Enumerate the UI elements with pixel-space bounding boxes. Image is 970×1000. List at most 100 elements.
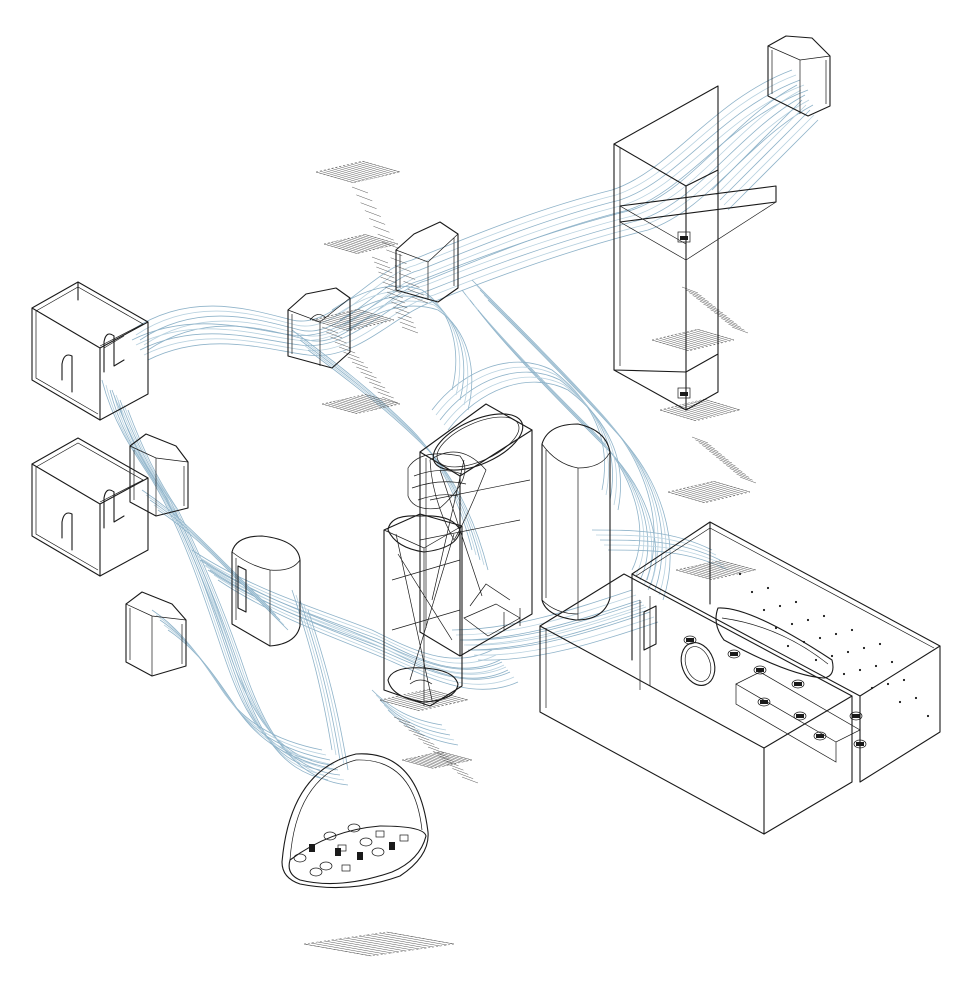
grid-dot [818, 636, 822, 640]
hatched-strip [393, 716, 479, 784]
contour-flow-line [135, 74, 797, 336]
grid-dot [914, 696, 918, 700]
contour-flow-line [139, 79, 801, 341]
half-cylinder-module-left [231, 535, 301, 647]
dome-fixture [323, 831, 337, 841]
contour-flow-line [603, 544, 725, 566]
grid-dot [806, 618, 810, 622]
hatched-strip [681, 286, 749, 334]
hatched-strip [371, 256, 419, 334]
open-cube-module-middle-left [31, 437, 149, 577]
contour-flow-line [299, 599, 341, 761]
grid-dot [870, 686, 874, 690]
contour-flow-line [151, 609, 323, 751]
hatched-strip [351, 186, 429, 304]
grid-dot [774, 626, 778, 630]
grid-dot [850, 628, 854, 632]
contour-flow-line [299, 339, 481, 561]
dome-fixture [359, 837, 373, 847]
dome-fixture [347, 823, 361, 833]
contour-flow-line [431, 361, 605, 491]
grid-dot [802, 640, 806, 644]
contour-flow-line [469, 611, 651, 651]
contour-flow-line [715, 104, 807, 196]
contour-flow-line [307, 349, 489, 571]
contour-flow-lines [101, 69, 819, 786]
hatched-panel [303, 931, 455, 957]
dome-fixture [309, 844, 315, 852]
contour-flow-line [383, 704, 455, 741]
hatched-panel [323, 234, 399, 254]
dome-fixture [319, 861, 333, 871]
contour-flow-line [205, 564, 507, 675]
contour-flow-line [711, 99, 803, 191]
contour-flow-line [141, 489, 273, 611]
contour-flow-line [201, 559, 503, 670]
contour-flow-line [467, 609, 649, 651]
hatched-panel [651, 328, 735, 352]
grid-dot [898, 700, 902, 704]
contour-flow-line [131, 69, 793, 331]
contour-flow-line [139, 94, 806, 351]
dome-fixture [357, 852, 363, 860]
grid-dot [926, 714, 930, 718]
hatched-panels [303, 160, 757, 957]
hatched-panel [315, 160, 401, 184]
contour-flow-line [595, 534, 717, 556]
contour-flow-line [191, 549, 493, 659]
hatched-strip [691, 436, 757, 484]
grid-dot [846, 650, 850, 654]
fixture-icon [791, 679, 805, 689]
contour-flow-line [335, 290, 461, 396]
contour-flow-line [479, 289, 663, 591]
contour-flow-line [471, 279, 655, 581]
fixture-icon [757, 697, 771, 707]
contour-flow-line [145, 494, 277, 616]
grid-dot [786, 644, 790, 648]
fixture-icon [813, 731, 827, 741]
hatched-panel [675, 560, 757, 580]
contour-flow-line [487, 299, 671, 601]
contour-flow-line [295, 334, 477, 556]
dome-fixture [335, 848, 341, 856]
contour-flow-line [135, 89, 802, 346]
dome-fixture [371, 847, 385, 857]
fixture-icon [753, 665, 767, 675]
funnel-tower-center [383, 453, 467, 707]
grid-dot [886, 682, 890, 686]
grid-dot [834, 632, 838, 636]
lattice-tower-center [419, 403, 533, 657]
contour-flow-line [469, 299, 649, 581]
hex-prism-module-top-center [395, 221, 459, 303]
open-cube-module-top-left [31, 281, 149, 421]
hex-prism-module-upper [287, 287, 351, 369]
fixture-icon [677, 231, 691, 243]
cylinder-tower-center [541, 423, 611, 621]
contour-flow-line [331, 285, 457, 391]
contour-flow-line [143, 84, 805, 346]
dome-fixture [389, 842, 395, 850]
contour-flow-line [477, 621, 659, 661]
hatched-panel [321, 394, 401, 414]
large-box-enclosure-right [539, 521, 941, 835]
contour-flow-line [163, 624, 335, 766]
fixture-icon [683, 635, 697, 645]
contour-flow-line [599, 539, 721, 561]
dome-capsule-bottom [281, 753, 429, 889]
contour-flow-line [303, 604, 345, 766]
contour-flow-line [451, 589, 633, 631]
contour-flow-line [371, 689, 443, 726]
grid-dot [830, 654, 834, 658]
contour-flow-line [147, 89, 809, 351]
fixture-icon [677, 387, 691, 399]
hex-prism-module-lower-left [125, 591, 187, 677]
contour-flow-line [295, 594, 337, 756]
grid-dot [822, 614, 826, 618]
dome-fixture [293, 853, 307, 863]
contour-flow-line [291, 589, 333, 751]
contour-flow-line [195, 554, 497, 664]
grid-dot [902, 678, 906, 682]
grid-dot [842, 672, 846, 676]
contour-flow-line [347, 305, 473, 411]
dome-fixture [341, 864, 351, 872]
